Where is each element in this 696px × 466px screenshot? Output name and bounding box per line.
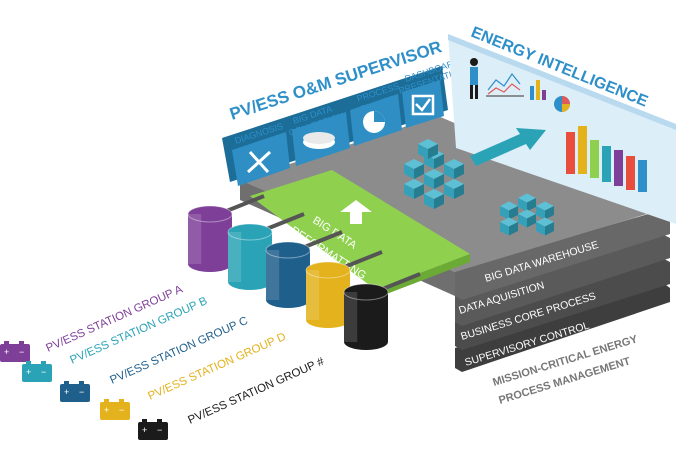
data-flow-arrow: [470, 128, 546, 166]
data-cube-b-3: [518, 209, 536, 228]
battery-icon: +−: [22, 361, 52, 382]
reformatting-slab: [250, 170, 470, 298]
data-cube-b-1: [518, 193, 536, 212]
svg-text:−: −: [19, 347, 24, 357]
data-cubes: [404, 139, 554, 236]
pie-chart-icon: [363, 111, 385, 133]
wrench-screwdriver-icon: [246, 150, 272, 174]
svg-text:−: −: [79, 387, 84, 397]
svg-text:−: −: [41, 367, 46, 377]
station-cylinder-3: [265, 230, 343, 308]
pie-chart-small-icon: [554, 96, 570, 112]
line-chart-icon: [486, 72, 524, 97]
station-cylinder-5: [343, 272, 421, 350]
battery-icon: +−: [60, 381, 90, 402]
data-cube-a-4: [404, 179, 424, 199]
battery-icon: +−: [0, 341, 30, 362]
svg-text:+: +: [104, 405, 109, 415]
data-cube-a-0: [404, 159, 424, 179]
data-cube-a-5: [444, 179, 464, 199]
data-cube-b-2: [536, 201, 554, 220]
data-cube-b-5: [536, 217, 554, 236]
svg-text:+: +: [64, 387, 69, 397]
module-tile-dashboard: [402, 80, 444, 128]
checkmark-screen-icon: [411, 94, 435, 116]
svg-text:+: +: [4, 347, 9, 357]
battery-icon: +−: [138, 419, 168, 440]
station-cylinder-2: [227, 212, 305, 290]
svg-text:−: −: [157, 425, 162, 435]
data-cube-a-2: [444, 159, 464, 179]
energy-intelligence-wall: [448, 34, 676, 224]
bar-chart-icon: [566, 126, 647, 192]
data-cube-a-7: [418, 139, 438, 159]
svg-text:−: −: [119, 405, 124, 415]
database-disk-icon: [303, 132, 335, 149]
svg-text:+: +: [142, 425, 147, 435]
data-cube-b-0: [500, 201, 518, 220]
supervisor-wall: [222, 66, 448, 186]
station-cylinder-1: [187, 194, 265, 272]
battery-icon: +−: [100, 399, 130, 420]
data-cube-a-3: [424, 169, 444, 189]
up-arrow-icon: [340, 200, 372, 224]
svg-text:+: +: [26, 367, 31, 377]
data-cube-a-6: [424, 189, 444, 209]
mini-bar-chart-icon: [530, 80, 546, 100]
person-icon: [470, 58, 478, 99]
station-label-3: PV/ESS STATION GROUP C: [108, 315, 249, 387]
data-cube-b-4: [500, 217, 518, 236]
station-cylinder-4: [305, 250, 383, 328]
